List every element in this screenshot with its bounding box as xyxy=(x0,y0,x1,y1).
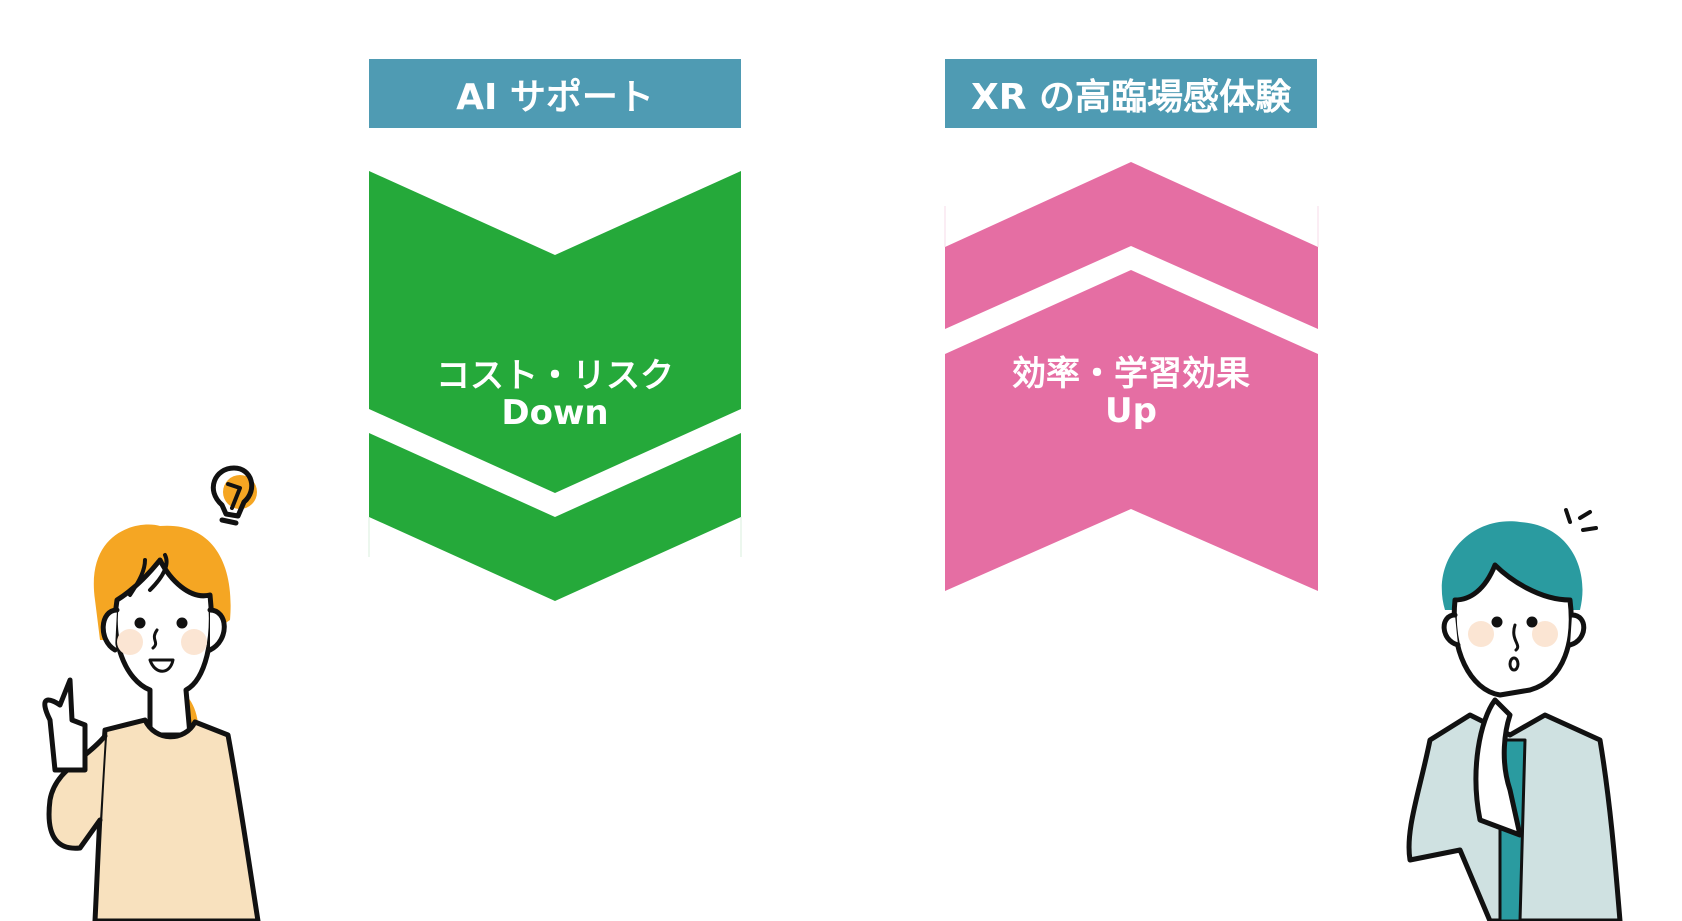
up-label-line1: 効率・学習効果 xyxy=(1012,354,1250,394)
down-label: コスト・リスク Down xyxy=(369,358,741,432)
up-label: 効率・学習効果 Up xyxy=(945,356,1317,430)
up-chevron-upper xyxy=(945,162,1318,329)
up-label-line2: Up xyxy=(1105,391,1157,431)
lightbulb-icon xyxy=(210,465,257,526)
down-chevrons xyxy=(368,171,742,601)
down-label-line2: Down xyxy=(501,393,609,433)
header-xr-experience: XR の高臨場感体験 xyxy=(945,59,1317,128)
down-chevron-lower xyxy=(369,433,741,601)
man-thinking-illustration xyxy=(1406,508,1623,921)
down-chevron-upper xyxy=(369,171,741,493)
up-chevrons xyxy=(944,162,1319,591)
woman-idea-illustration xyxy=(42,465,261,921)
header-ai-support: AI サポート xyxy=(369,59,741,128)
up-chevron-lower xyxy=(945,270,1318,591)
down-label-line1: コスト・リスク xyxy=(436,356,674,396)
